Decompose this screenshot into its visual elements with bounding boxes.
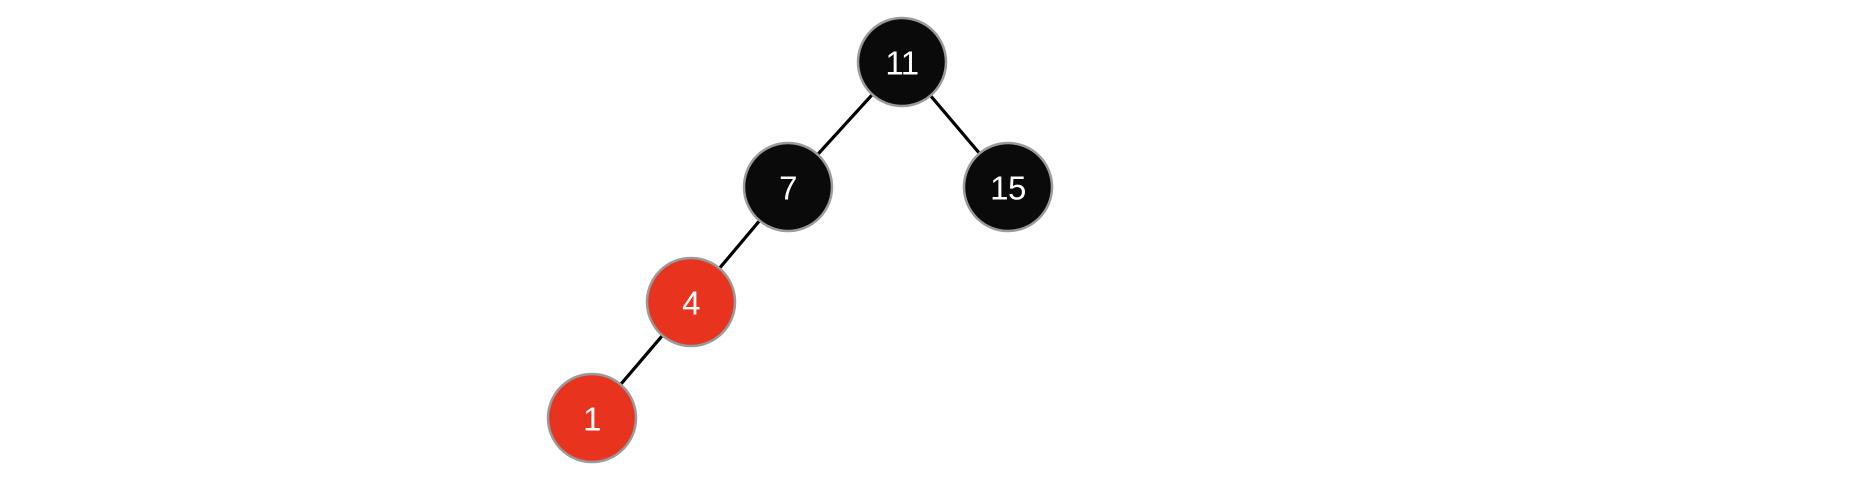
node-label-1: 1 <box>583 401 601 438</box>
node-circle-11[interactable] <box>856 16 948 108</box>
node-circle-1[interactable] <box>546 372 638 464</box>
tree-node-15[interactable]: 15 <box>962 141 1054 233</box>
tree-node-4[interactable]: 4 <box>645 256 737 348</box>
tree-node-11[interactable]: 11 <box>856 16 948 108</box>
edges-layer <box>590 60 1010 420</box>
tree-node-7[interactable]: 7 <box>742 141 834 233</box>
node-label-15: 15 <box>990 170 1026 207</box>
node-circle-4[interactable] <box>645 256 737 348</box>
node-label-7: 7 <box>779 170 797 207</box>
nodes-layer: 11 7 15 4 1 <box>546 16 1054 464</box>
node-label-11: 11 <box>885 45 918 82</box>
tree-node-1[interactable]: 1 <box>546 372 638 464</box>
node-circle-7[interactable] <box>742 141 834 233</box>
node-label-4: 4 <box>682 285 700 322</box>
node-circle-15[interactable] <box>962 141 1054 233</box>
